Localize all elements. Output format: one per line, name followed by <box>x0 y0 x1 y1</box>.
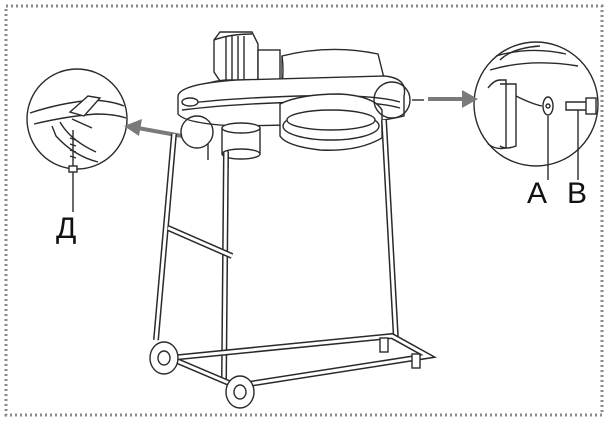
callout-label-b: B <box>567 177 588 210</box>
arrow-left-icon <box>124 119 183 138</box>
dust-collector-machine <box>149 31 438 409</box>
callout-label-d: Д <box>56 212 77 245</box>
arrow-right-icon <box>428 90 478 108</box>
callout-label-a: A <box>527 177 548 210</box>
dotted-border <box>4 4 604 417</box>
left-detail-callout <box>26 68 128 212</box>
right-detail-callout <box>473 41 599 180</box>
